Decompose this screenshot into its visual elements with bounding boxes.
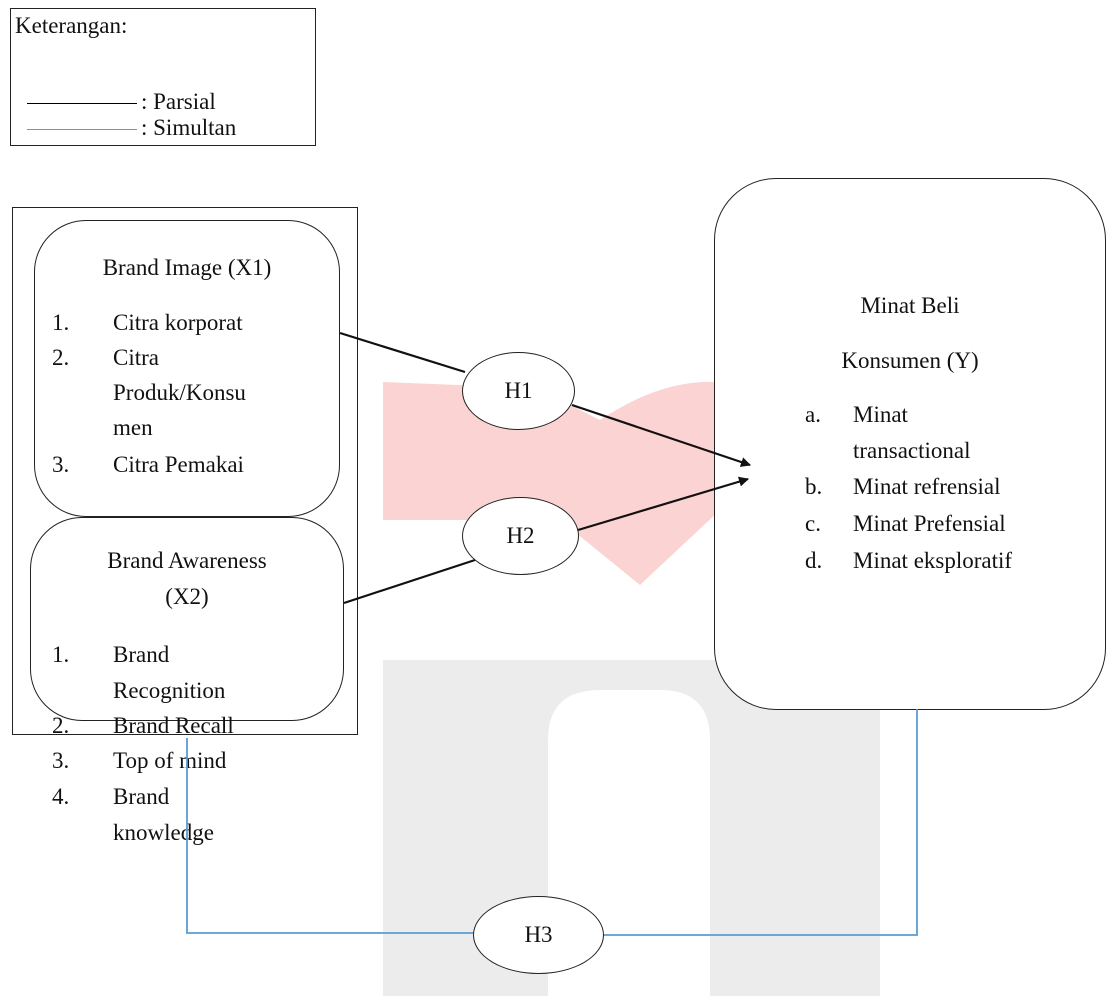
y-item-c-num: c. (805, 511, 821, 536)
y-item-a-num: a. (805, 402, 821, 427)
x1-item-1-line-1: Citra korporat (113, 310, 243, 335)
brand-awareness-title-line-2: (X2) (165, 584, 209, 609)
legend-row-partial: : Parsial (27, 89, 307, 117)
y-item-d-line-1: Minat eksploratif (853, 548, 1013, 573)
simultaneous-line-sample (27, 129, 137, 130)
y-item-a-line-1: Minat (853, 402, 908, 427)
legend-partial-label: : Parsial (141, 89, 216, 114)
brand-awareness-box (30, 517, 344, 721)
h3-ellipse: H3 (473, 896, 604, 974)
x1-item-2-line-2: Produk/Konsu (113, 380, 246, 405)
h1-label: H1 (504, 378, 533, 403)
x2-item-1-line-1: Brand (113, 642, 170, 667)
x2-to-h2-line (343, 558, 476, 605)
x1-item-2-line-1: Citra (113, 345, 159, 370)
x2-item-3-line-1: Top of mind (113, 748, 227, 773)
x2-item-2-line-1: Brand Recall (113, 713, 234, 738)
brand-image-title: Brand Image (X1) (102, 255, 272, 280)
h2-label: H2 (506, 523, 535, 548)
x2-item-1-line-2: Recognition (113, 678, 226, 703)
y-item-b-num: b. (805, 474, 823, 499)
x2-item-4-line-2: knowledge (113, 820, 214, 845)
x2-item-2-num: 2. (52, 713, 70, 738)
y-item-a-line-2: transactional (853, 438, 971, 463)
minat-beli-box (714, 178, 1106, 710)
x2-item-3-num: 3. (52, 748, 70, 773)
y-item-b-line-1: Minat refrensial (853, 474, 1001, 499)
partial-line-sample (27, 103, 137, 104)
h1-ellipse: H1 (462, 352, 575, 430)
h2-to-y-arrow (577, 476, 749, 532)
x2-item-1-num: 1. (52, 642, 70, 667)
x1-item-1-num: 1. (52, 310, 70, 335)
brand-awareness-title-line-1: Brand Awareness (107, 548, 267, 573)
h3-label: H3 (524, 922, 553, 947)
x1-item-3-num: 3. (52, 452, 70, 477)
legend-title: Keterangan: (15, 13, 128, 38)
legend: Keterangan: : Parsial : Simultan (10, 8, 316, 146)
h1-to-y-arrow (571, 403, 751, 467)
independent-variables-box (12, 207, 358, 735)
x1-item-2-num: 2. (52, 345, 70, 370)
h2-ellipse: H2 (462, 497, 579, 575)
x2-item-4-line-1: Brand (113, 784, 170, 809)
legend-row-simultaneous: : Simultan (27, 115, 307, 143)
x1-item-3-line-1: Citra Pemakai (113, 452, 244, 477)
y-item-d-num: d. (805, 548, 823, 573)
brand-image-box (34, 220, 340, 517)
h3-to-y-line (603, 709, 918, 936)
x1-to-h1-line (339, 331, 466, 374)
minat-beli-title-line-2: Konsumen (Y) (841, 348, 979, 373)
x-to-h3-line (186, 738, 475, 934)
x1-item-2-line-3: men (113, 415, 153, 440)
minat-beli-title-line-1: Minat Beli (860, 293, 960, 318)
watermark-red-shape (383, 381, 720, 585)
y-item-c-line-1: Minat Prefensial (853, 511, 1006, 536)
x2-item-4-num: 4. (52, 784, 70, 809)
legend-simultaneous-label: : Simultan (141, 115, 237, 140)
